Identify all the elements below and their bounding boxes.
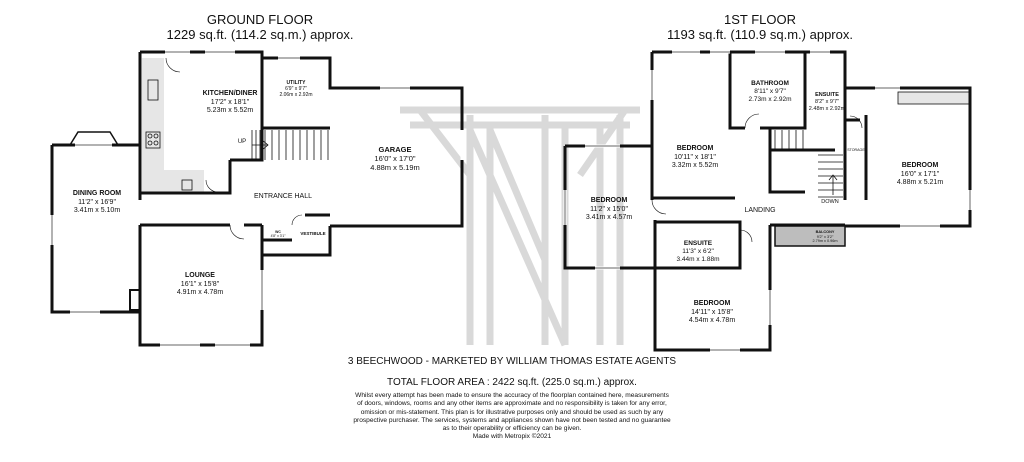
room-metric: 4.91m x 4.78m xyxy=(176,289,224,296)
room-name: BALCONY xyxy=(815,230,835,234)
room-name: GARAGE xyxy=(378,145,412,154)
room-imperial: 8'2" x 9'7" xyxy=(814,99,840,105)
property-caption: 3 BEECHWOOD - MARKETED BY WILLIAM THOMAS… xyxy=(347,356,677,367)
disclaimer-line: as to their operability or efficiency ca… xyxy=(442,425,582,433)
room-dining: DINING ROOM 11'2" x 16'9" 3.41m x 5.10m xyxy=(56,190,138,216)
room-hall: ENTRANCE HALL xyxy=(248,193,318,202)
room-imperial: 14'11" x 15'8" xyxy=(691,308,733,316)
room-balcony: BALCONY 9'2" x 3'2" 2.79m x 0.96m xyxy=(800,230,850,244)
room-name: ENTRANCE HALL xyxy=(254,193,312,200)
ground-floor-area: 1229 sq.ft. (114.2 sq.m.) approx. xyxy=(166,27,354,42)
room-name: LOUNGE xyxy=(185,272,215,279)
room-imperial: 17'2" x 18'1" xyxy=(210,98,250,106)
room-imperial: 16'0" x 17'1" xyxy=(900,170,940,178)
disclaimer-line: Whilst every attempt has been made to en… xyxy=(355,392,669,399)
disclaimer-line: of doors, windows, rooms and any other i… xyxy=(357,400,667,408)
room-name: LANDING xyxy=(744,207,776,214)
room-kitchen: KITCHEN/DINER 17'2" x 18'1" 5.23m x 5.52… xyxy=(185,90,275,116)
room-metric: 3.44m x 1.88m xyxy=(676,256,720,263)
room-bathroom: BATHROOM 8'11" x 9'7" 2.73m x 2.92m xyxy=(740,80,800,104)
room-name: BEDROOM xyxy=(901,162,939,169)
room-metric: 3.41m x 5.10m xyxy=(73,207,121,214)
disclaimer-line: omission or mis-statement. This plan is … xyxy=(360,408,664,416)
first-floor-header: 1ST FLOOR 1193 sq.ft. (110.9 sq.m.) appr… xyxy=(630,12,890,42)
room-name: DINING ROOM xyxy=(72,190,122,197)
room-metric: 3.41m x 4.57m xyxy=(585,214,633,221)
room-metric: 4.88m x 5.21m xyxy=(896,179,944,186)
room-metric: 2.48m x 2.92m xyxy=(808,106,846,112)
room-metric: 5.23m x 5.52m xyxy=(206,107,254,114)
room-bedroom-3: BEDROOM 11'2" x 15'0" 3.41m x 4.57m xyxy=(573,197,645,223)
room-metric: 3.32m x 5.52m xyxy=(671,162,719,169)
room-storage: STORAGE xyxy=(846,146,866,155)
total-floor-area: TOTAL FLOOR AREA : 2422 sq.ft. (225.0 sq… xyxy=(387,377,637,388)
room-imperial: 11'3" x 6'2" xyxy=(682,248,714,255)
room-landing: LANDING xyxy=(730,207,790,216)
room-name: WC xyxy=(275,230,281,234)
stairs-up-label: UP xyxy=(237,139,247,145)
ground-floor-title: GROUND FLOOR xyxy=(206,12,314,27)
room-imperial: 11'2" x 15'0" xyxy=(590,205,628,213)
first-floor-area: 1193 sq.ft. (110.9 sq.m.) approx. xyxy=(667,27,853,42)
disclaimer: Whilst every attempt has been made to en… xyxy=(262,392,762,442)
room-metric: 4.88m x 5.19m xyxy=(370,163,420,172)
room-name: UTILITY xyxy=(286,80,306,86)
room-metric: 2.79m x 0.96m xyxy=(812,239,838,244)
room-metric: 2.73m x 2.92m xyxy=(748,96,792,103)
room-name: ENSUITE xyxy=(815,92,839,98)
first-floor-plan xyxy=(563,50,972,352)
room-name: BEDROOM xyxy=(590,197,628,204)
room-imperial: 16'1" x 15'8" xyxy=(180,280,220,288)
room-garage: GARAGE 16'0" x 17'0" 4.88m x 5.19m xyxy=(350,145,440,172)
stairs-down-label: DOWN xyxy=(821,199,839,205)
room-name: VESTIBULE xyxy=(300,231,326,236)
room-imperial: 6'9" x 9'7" xyxy=(285,86,307,92)
room-imperial: 4'8" x 3'1" xyxy=(270,234,286,238)
ground-floor-header: GROUND FLOOR 1229 sq.ft. (114.2 sq.m.) a… xyxy=(130,12,390,42)
room-lounge: LOUNGE 16'1" x 15'8" 4.91m x 4.78m xyxy=(160,272,240,298)
room-imperial: 11'2" x 16'9" xyxy=(78,198,116,206)
room-utility: UTILITY 6'9" x 9'7" 2.06m x 2.92m xyxy=(274,80,318,98)
room-imperial: 10'11" x 18'1" xyxy=(674,153,716,161)
room-metric: 2.06m x 2.92m xyxy=(279,92,313,98)
disclaimer-line: prospective purchaser. The services, sys… xyxy=(353,416,671,424)
room-name: BEDROOM xyxy=(693,300,731,307)
room-imperial: 16'0" x 17'0" xyxy=(374,154,416,163)
room-ensuite-1: ENSUITE 8'2" x 9'7" 2.48m x 2.92m xyxy=(806,92,848,113)
room-metric: 4.54m x 4.78m xyxy=(688,317,736,324)
room-wc: WC 4'8" x 3'1" 1.42m x 0.96m xyxy=(264,230,292,242)
room-name: ENSUITE xyxy=(683,240,713,247)
room-bedroom-1: BEDROOM 10'11" x 18'1" 3.32m x 5.52m xyxy=(660,145,730,171)
room-imperial: 8'11" x 9'7" xyxy=(754,88,786,95)
room-bedroom-2: BEDROOM 16'0" x 17'1" 4.88m x 5.21m xyxy=(880,162,960,188)
room-name: BATHROOM xyxy=(751,80,789,87)
room-vestibule: VESTIBULE xyxy=(296,230,330,239)
ground-floor-plan xyxy=(50,50,464,347)
room-metric: 1.42m x 0.96m xyxy=(266,238,290,242)
room-ensuite-2: ENSUITE 11'3" x 6'2" 3.44m x 1.88m xyxy=(668,240,728,264)
first-floor-title: 1ST FLOOR xyxy=(723,12,796,27)
room-name: KITCHEN/DINER xyxy=(202,90,258,97)
room-imperial: 9'2" x 3'2" xyxy=(816,234,834,239)
metropix-credit: Made with Metropix ©2021 xyxy=(472,433,552,441)
room-name: BEDROOM xyxy=(676,145,714,152)
room-bedroom-4: BEDROOM 14'11" x 15'8" 4.54m x 4.78m xyxy=(672,300,752,326)
room-name: STORAGE xyxy=(847,148,865,152)
